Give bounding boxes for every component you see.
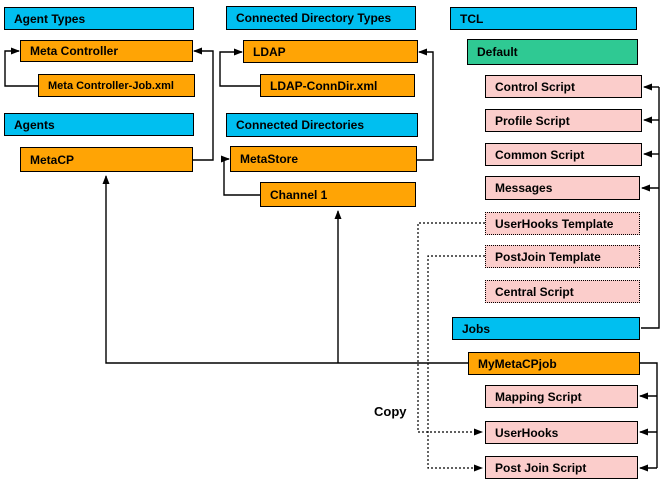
node-control-script: Control Script (485, 75, 642, 98)
node-postjoin-template: PostJoin Template (485, 245, 640, 268)
node-mymetacpjob: MyMetaCPjob (468, 352, 640, 375)
node-metastore: MetaStore (230, 146, 417, 172)
node-agent-types: Agent Types (4, 7, 194, 30)
node-connected-directory-types: Connected Directory Types (226, 6, 416, 30)
node-ldap: LDAP (243, 40, 418, 63)
node-mapping-script: Mapping Script (485, 385, 638, 408)
node-default: Default (467, 39, 638, 65)
node-userhooks: UserHooks (485, 421, 638, 444)
node-central-script: Central Script (485, 280, 640, 303)
connector-scripts-spine-upper (641, 87, 660, 329)
node-profile-script: Profile Script (485, 109, 642, 132)
node-metacp: MetaCP (20, 147, 193, 172)
node-meta-controller: Meta Controller (20, 40, 193, 62)
connector-metastore-to-ldap (417, 48, 434, 161)
node-agents: Agents (4, 113, 194, 136)
copy-annotation: Copy (374, 404, 407, 419)
node-userhooks-template: UserHooks Template (485, 212, 640, 235)
node-messages: Messages (485, 176, 640, 200)
node-ldap-conndir-xml: LDAP-ConnDir.xml (260, 74, 415, 97)
node-connected-directories: Connected Directories (226, 113, 418, 137)
node-meta-controller-job-xml: Meta Controller-Job.xml (38, 74, 195, 97)
node-common-script: Common Script (485, 143, 642, 166)
node-channel-1: Channel 1 (260, 182, 416, 207)
connector-scripts-spine-lower (640, 362, 658, 468)
node-post-join-script: Post Join Script (485, 456, 638, 479)
connector-metacp-to-metacontroller (193, 47, 214, 161)
node-jobs: Jobs (452, 317, 640, 340)
node-tcl: TCL (450, 7, 637, 30)
